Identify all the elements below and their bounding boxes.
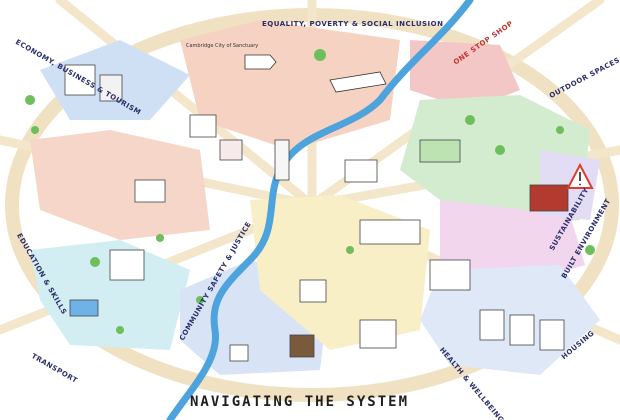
map-title: NAVIGATING THE SYSTEM xyxy=(190,394,410,410)
zone-label-equality: EQUALITY, POVERTY & SOCIAL INCLUSION xyxy=(262,20,444,28)
tree-icon xyxy=(25,49,595,334)
zone-education xyxy=(30,130,210,240)
zone-transport xyxy=(30,240,190,350)
organisation-logo: Cambridge City of Sanctuary xyxy=(186,43,259,49)
river xyxy=(166,0,474,420)
sign-arrows xyxy=(244,54,387,93)
zone-built xyxy=(440,200,585,285)
zone-onestop xyxy=(410,40,520,110)
buildings xyxy=(64,64,569,362)
warning-triangle-icon xyxy=(566,162,594,189)
zone-equality xyxy=(180,20,400,150)
